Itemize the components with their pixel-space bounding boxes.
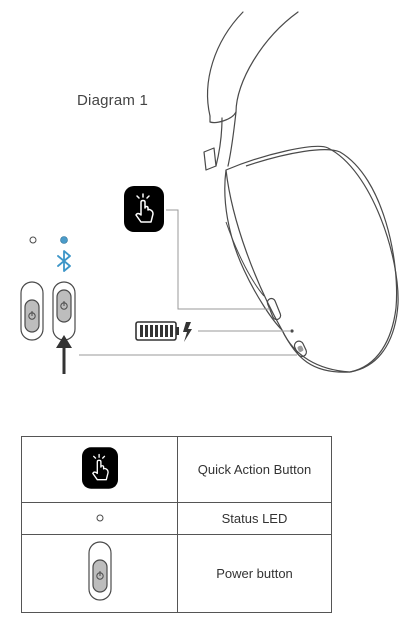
status-led-blue <box>60 236 68 244</box>
slide-up-arrow <box>56 335 72 374</box>
legend-label: Power button <box>177 534 332 613</box>
status-led-off <box>29 236 37 244</box>
legend-icon-cell <box>21 534 178 613</box>
tap-gesture-icon <box>81 447 118 489</box>
tap-gesture-icon <box>124 186 164 232</box>
bluetooth-icon <box>57 250 71 272</box>
legend-row: Quick Action Button <box>21 436 332 503</box>
legend-table: Quick Action Button Status LED Power but… <box>21 436 332 613</box>
power-slider-on <box>52 281 76 341</box>
legend-icon-cell <box>21 436 178 503</box>
headband <box>203 11 299 171</box>
legend-row: Power button <box>21 534 332 613</box>
legend-icon-cell <box>21 502 178 535</box>
battery-charging-icon <box>135 321 192 342</box>
status-led-icon <box>95 513 105 523</box>
headphone-diagram <box>20 11 399 374</box>
legend-label: Quick Action Button <box>177 436 332 503</box>
power-slider-icon <box>87 541 112 603</box>
leader-lines <box>79 209 297 356</box>
power-slider-off <box>20 281 44 341</box>
legend-label: Status LED <box>177 502 332 535</box>
ear-cup <box>224 145 399 373</box>
legend-row: Status LED <box>21 502 332 535</box>
diagram-title: Diagram 1 <box>77 92 148 109</box>
